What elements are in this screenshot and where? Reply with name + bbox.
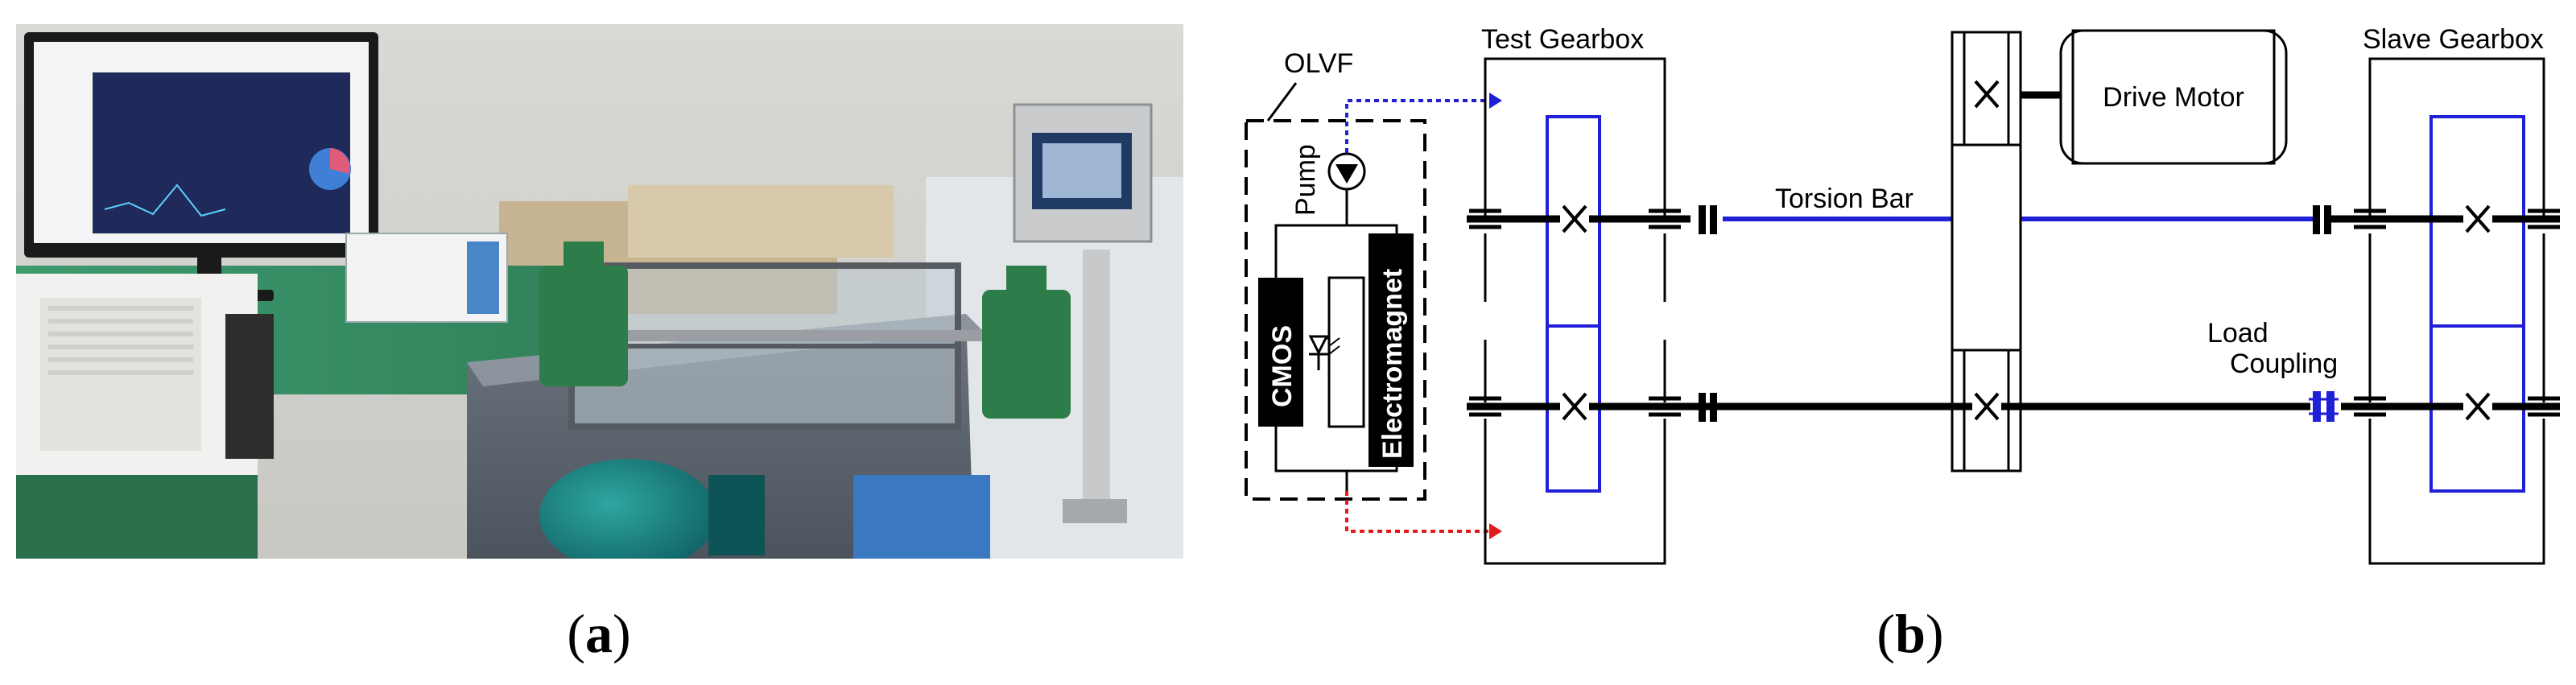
slave-gearbox-label: Slave Gearbox	[2363, 24, 2544, 55]
caption-b: (b)	[1876, 603, 1943, 664]
pump-label: Pump	[1290, 144, 1321, 216]
cmos-sensor	[1258, 278, 1303, 427]
drive-gear-column	[1951, 31, 2022, 472]
test-gearbox: Test Gearbox	[1481, 24, 1666, 565]
bearings	[1469, 208, 2560, 417]
return-line	[1345, 93, 1502, 153]
torsion-bar-label: Torsion Bar	[1775, 184, 1913, 214]
supply-arrow-icon	[1489, 523, 1502, 539]
couplings	[1699, 205, 2331, 422]
load-coupling-label-line1: Load	[2207, 318, 2268, 349]
led-icon	[1308, 335, 1340, 370]
test-gearbox-label: Test Gearbox	[1481, 24, 1644, 55]
olvf-block: OLVF Pump CMOS Electromagnet	[1245, 48, 1426, 501]
slave-gearbox: Slave Gearbox	[2363, 24, 2545, 565]
olvf-leader	[1266, 82, 1298, 122]
olvf-dashed-box	[1245, 119, 1426, 501]
electromagnet	[1368, 233, 1414, 467]
gear-x-markers	[1560, 76, 2492, 424]
electromagnet-label: Electromagnet	[1377, 269, 1408, 459]
test-rig-photo	[16, 24, 1183, 559]
caption-a: (a)	[567, 603, 630, 664]
flow-cell	[1327, 276, 1365, 428]
supply-line	[1345, 491, 1502, 539]
pump-triangle-icon	[1335, 164, 1358, 184]
olvf-label: OLVF	[1284, 48, 1353, 79]
drive-motor: Drive Motor	[2021, 29, 2288, 165]
cmos-label: CMOS	[1267, 325, 1298, 407]
load-coupling-label-line2: Coupling	[2230, 349, 2338, 379]
load-coupling: Load Coupling	[2207, 318, 2339, 422]
return-arrow-icon	[1489, 93, 1502, 109]
drive-motor-label: Drive Motor	[2103, 82, 2244, 113]
